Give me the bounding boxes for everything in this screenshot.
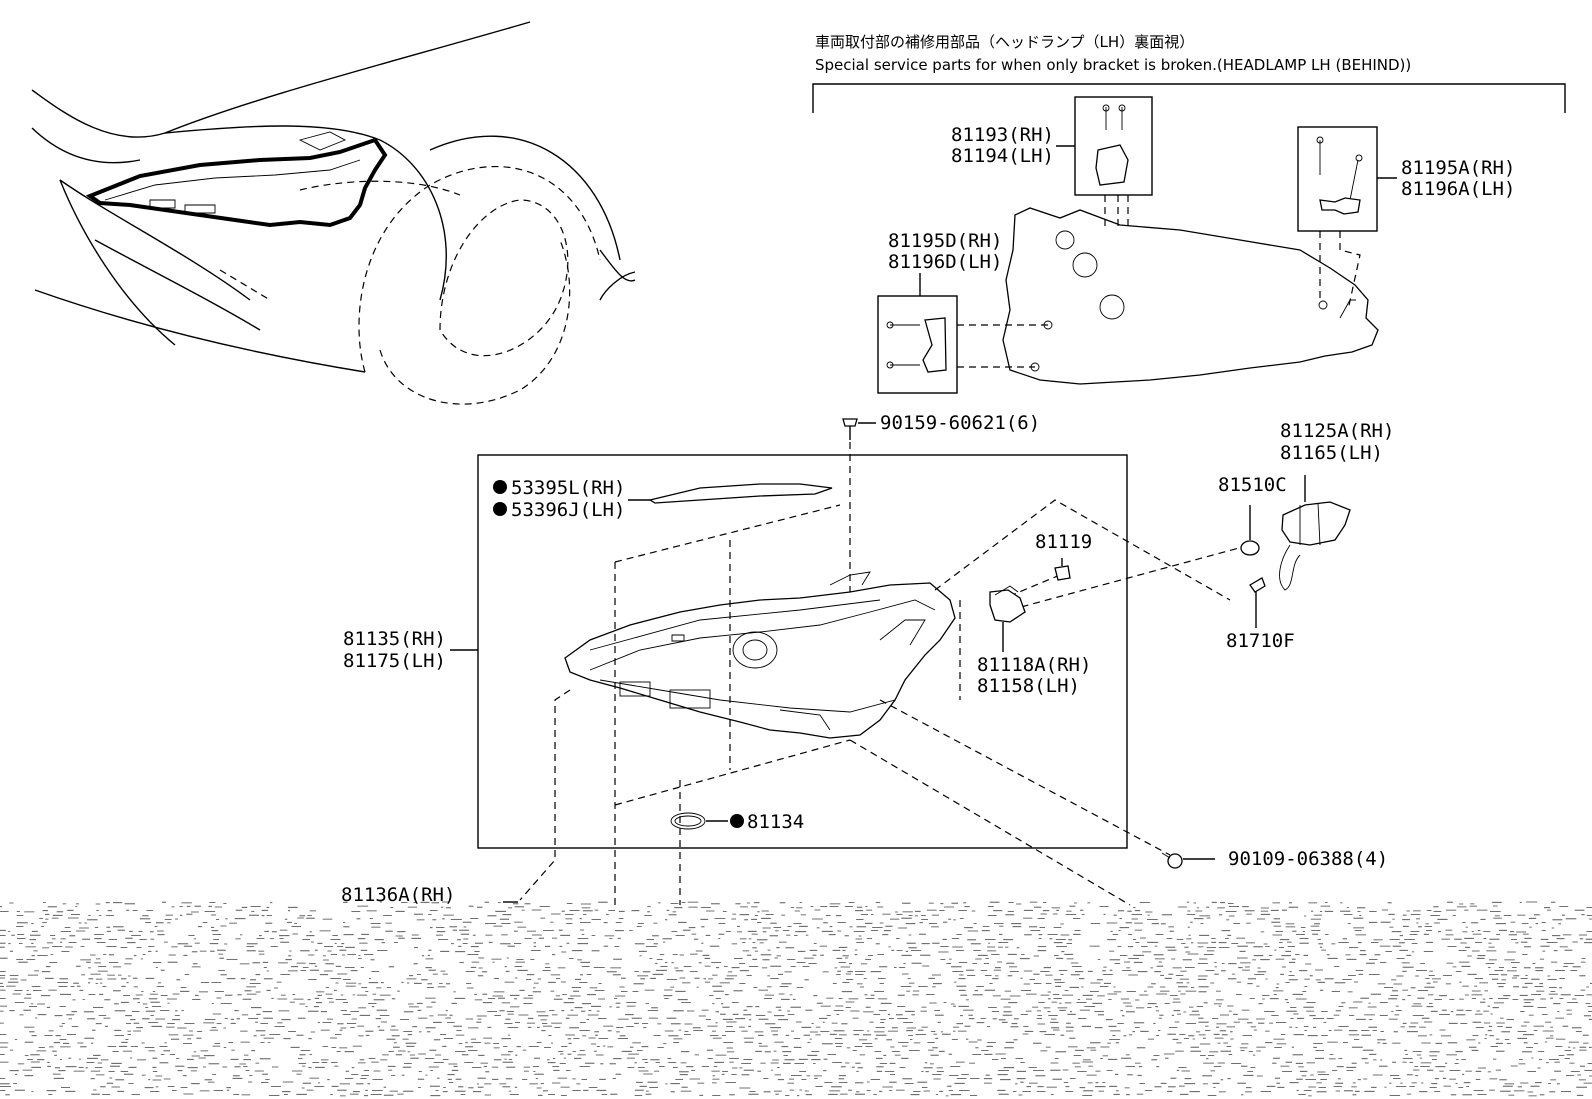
leader-81195A-dash: [1319, 231, 1361, 311]
label-53396J: 53396J(LH): [511, 499, 625, 521]
label-81194: 81194(LH): [951, 145, 1054, 167]
label-90159: 90159-60621(6): [880, 412, 1040, 434]
scan-noise-band: [0, 901, 1592, 1097]
assembly-dashed-lines: [519, 499, 1251, 906]
header-bracket-line: [812, 83, 1566, 113]
headlamp-body: [564, 571, 956, 739]
header-title-jp: 車両取付部の補修用部品（ヘッドランプ（LH）裏面視）: [815, 33, 1194, 51]
label-81136A: 81136A(RH): [341, 884, 455, 906]
header-title-en: Special service parts for when only brac…: [815, 56, 1411, 74]
bulb-81710F-icon: [1249, 577, 1266, 593]
gasket-81134-inner: [674, 815, 702, 827]
label-81165: 81165(LH): [1280, 442, 1383, 464]
label-81175: 81175(LH): [343, 650, 446, 672]
label-53395L: 53395L(RH): [511, 477, 625, 499]
screw-90109-icon: [1161, 852, 1183, 869]
trim-strip-53395L: [648, 483, 833, 504]
label-81196D: 81196D(LH): [888, 251, 1002, 273]
bulb-81510C-icon: [1240, 540, 1260, 556]
label-90109: 90109-06388(4): [1228, 848, 1388, 870]
screw-90159-icon: [842, 418, 858, 440]
screw-hole-1: [1043, 320, 1053, 330]
bulb-81119-icon: [1054, 558, 1071, 581]
bracket-81195D-icon: [886, 317, 947, 373]
label-81195D: 81195D(RH): [888, 230, 1002, 252]
socket-81118A-icon: [989, 585, 1026, 623]
label-81118A: 81118A(RH): [977, 654, 1091, 676]
marker-53396J: [493, 502, 507, 516]
label-81125A: 81125A(RH): [1280, 420, 1394, 442]
label-81193: 81193(RH): [951, 124, 1054, 146]
leader-81193-dash: [1104, 195, 1129, 230]
bracket-81193-icon: [1095, 104, 1129, 186]
marker-81134: [730, 814, 744, 828]
bracket-81195A-icon: [1316, 136, 1363, 215]
label-81119: 81119: [1035, 531, 1092, 553]
connector-81125A-icon: [1279, 501, 1351, 591]
label-81710F: 81710F: [1226, 630, 1295, 652]
label-81158: 81158(LH): [977, 675, 1080, 697]
label-81134: 81134: [747, 811, 804, 833]
marker-53395L: [493, 480, 507, 494]
screw-hole-2: [1030, 362, 1040, 372]
headlamp-back-housing: [1002, 207, 1379, 385]
car-front-illustration: [31, 21, 636, 405]
leader-81195D-dash: [957, 324, 1048, 368]
label-81135: 81135(RH): [343, 628, 446, 650]
headlamp-assembly-frame: [477, 454, 1128, 849]
label-81195A: 81195A(RH): [1401, 157, 1515, 179]
gasket-81134-icon: [670, 812, 706, 830]
label-81510C: 81510C: [1218, 474, 1287, 496]
bracket-box-81195A: [1297, 126, 1378, 232]
label-81196A: 81196A(LH): [1401, 178, 1515, 200]
